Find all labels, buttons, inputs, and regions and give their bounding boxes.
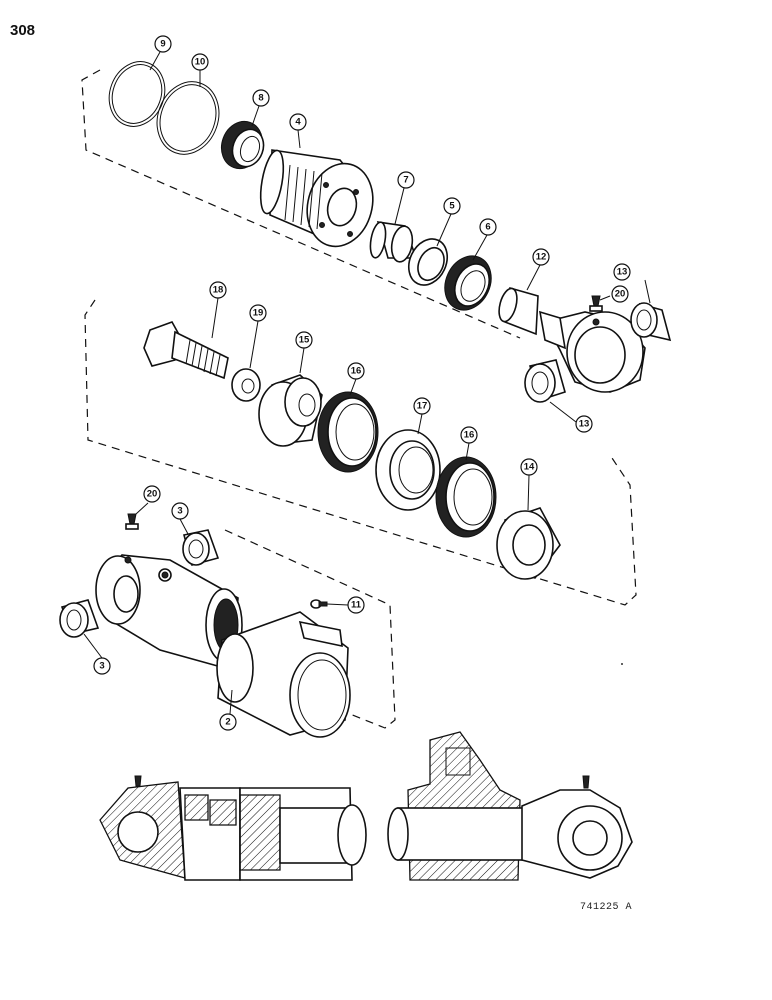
callout-6: 6 — [479, 218, 497, 236]
page-number: 308 — [10, 22, 36, 39]
part-7-bushing — [369, 221, 418, 263]
part-5-wiper — [407, 238, 449, 286]
callout-18: 18 — [209, 281, 227, 299]
callout-13-lower: 13 — [575, 415, 593, 433]
callout-18-label: 18 — [213, 285, 224, 296]
callout-17: 17 — [413, 397, 431, 415]
part-12-bushing — [498, 286, 539, 336]
callout-20-top: 20 — [611, 285, 629, 303]
callout-3-lower: 3 — [93, 657, 111, 675]
part-20-grease-fitting-lower — [125, 513, 139, 530]
callout-3-upper: 3 — [171, 502, 189, 520]
callout-8-label: 8 — [258, 93, 263, 104]
part-18-bolt — [143, 321, 229, 380]
callout-11-label: 11 — [351, 600, 362, 611]
group-outline-top — [81, 69, 521, 339]
callout-10: 10 — [191, 53, 209, 71]
callout-3-upper-label: 3 — [177, 506, 182, 517]
figure-code: 741225 A — [580, 902, 633, 913]
group-outline-middle — [84, 299, 637, 606]
callout-3-lower-label: 3 — [99, 661, 104, 672]
part-14-piston-nut — [496, 507, 561, 580]
part-2-tube — [216, 611, 351, 738]
part-20-grease-fitting-top — [589, 295, 603, 312]
part-16-seal-upper — [317, 391, 379, 473]
callout-9: 9 — [154, 35, 172, 53]
callout-13-top-label: 13 — [617, 267, 628, 278]
part-8-seal — [220, 120, 265, 170]
callout-16-upper: 16 — [347, 362, 365, 380]
callout-19-label: 19 — [253, 308, 264, 319]
callout-20-top-label: 20 — [615, 289, 626, 300]
callout-4: 4 — [289, 113, 307, 131]
callout-11: 11 — [347, 596, 365, 614]
callout-20-lower: 20 — [143, 485, 161, 503]
callout-13-top: 13 — [613, 263, 631, 281]
callout-16-lower: 16 — [460, 426, 478, 444]
speck — [621, 663, 623, 665]
rod-eye-end — [538, 310, 646, 393]
part-13-bushing-right — [630, 302, 672, 342]
callout-9-label: 9 — [160, 39, 165, 50]
callout-10-label: 10 — [195, 57, 206, 68]
part-3-bushing-lower — [59, 599, 100, 638]
callout-15-label: 15 — [299, 335, 310, 346]
part-17-wear-ring — [375, 429, 441, 511]
callout-20-lower-label: 20 — [147, 489, 158, 500]
callout-7-label: 7 — [403, 175, 408, 186]
callout-7: 7 — [397, 171, 415, 189]
callout-5-label: 5 — [449, 201, 455, 212]
callout-19: 19 — [249, 304, 267, 322]
callout-14: 14 — [520, 458, 538, 476]
part-9-snap-ring — [108, 61, 166, 127]
part-13-bushing-lower — [524, 359, 566, 403]
part-19-washer — [231, 368, 261, 402]
part-11-set-screw — [310, 599, 328, 609]
callout-16-upper-label: 16 — [351, 366, 362, 377]
leader-lines — [83, 51, 651, 715]
callout-2: 2 — [219, 713, 237, 731]
callout-6-label: 6 — [485, 222, 490, 233]
part-6-seal — [444, 255, 492, 311]
callout-16-lower-label: 16 — [464, 430, 475, 441]
callout-5: 5 — [443, 197, 461, 215]
part-15-piston — [258, 374, 323, 447]
callout-2-label: 2 — [225, 717, 230, 728]
group-outline-bottom — [224, 529, 396, 729]
part-10-backup-ring — [156, 81, 220, 155]
callout-14-label: 14 — [524, 462, 535, 473]
part-3-bushing-upper — [182, 529, 220, 566]
callout-8: 8 — [252, 89, 270, 107]
part-4-cylinder-head — [259, 149, 374, 248]
cross-section-view — [99, 731, 633, 881]
callout-4-label: 4 — [295, 117, 301, 128]
callout-12: 12 — [532, 248, 550, 266]
callout-17-label: 17 — [417, 401, 428, 412]
callout-12-label: 12 — [536, 252, 547, 263]
part-16-seal-lower — [435, 456, 497, 538]
callout-15: 15 — [295, 331, 313, 349]
callout-13-lower-label: 13 — [579, 419, 590, 430]
